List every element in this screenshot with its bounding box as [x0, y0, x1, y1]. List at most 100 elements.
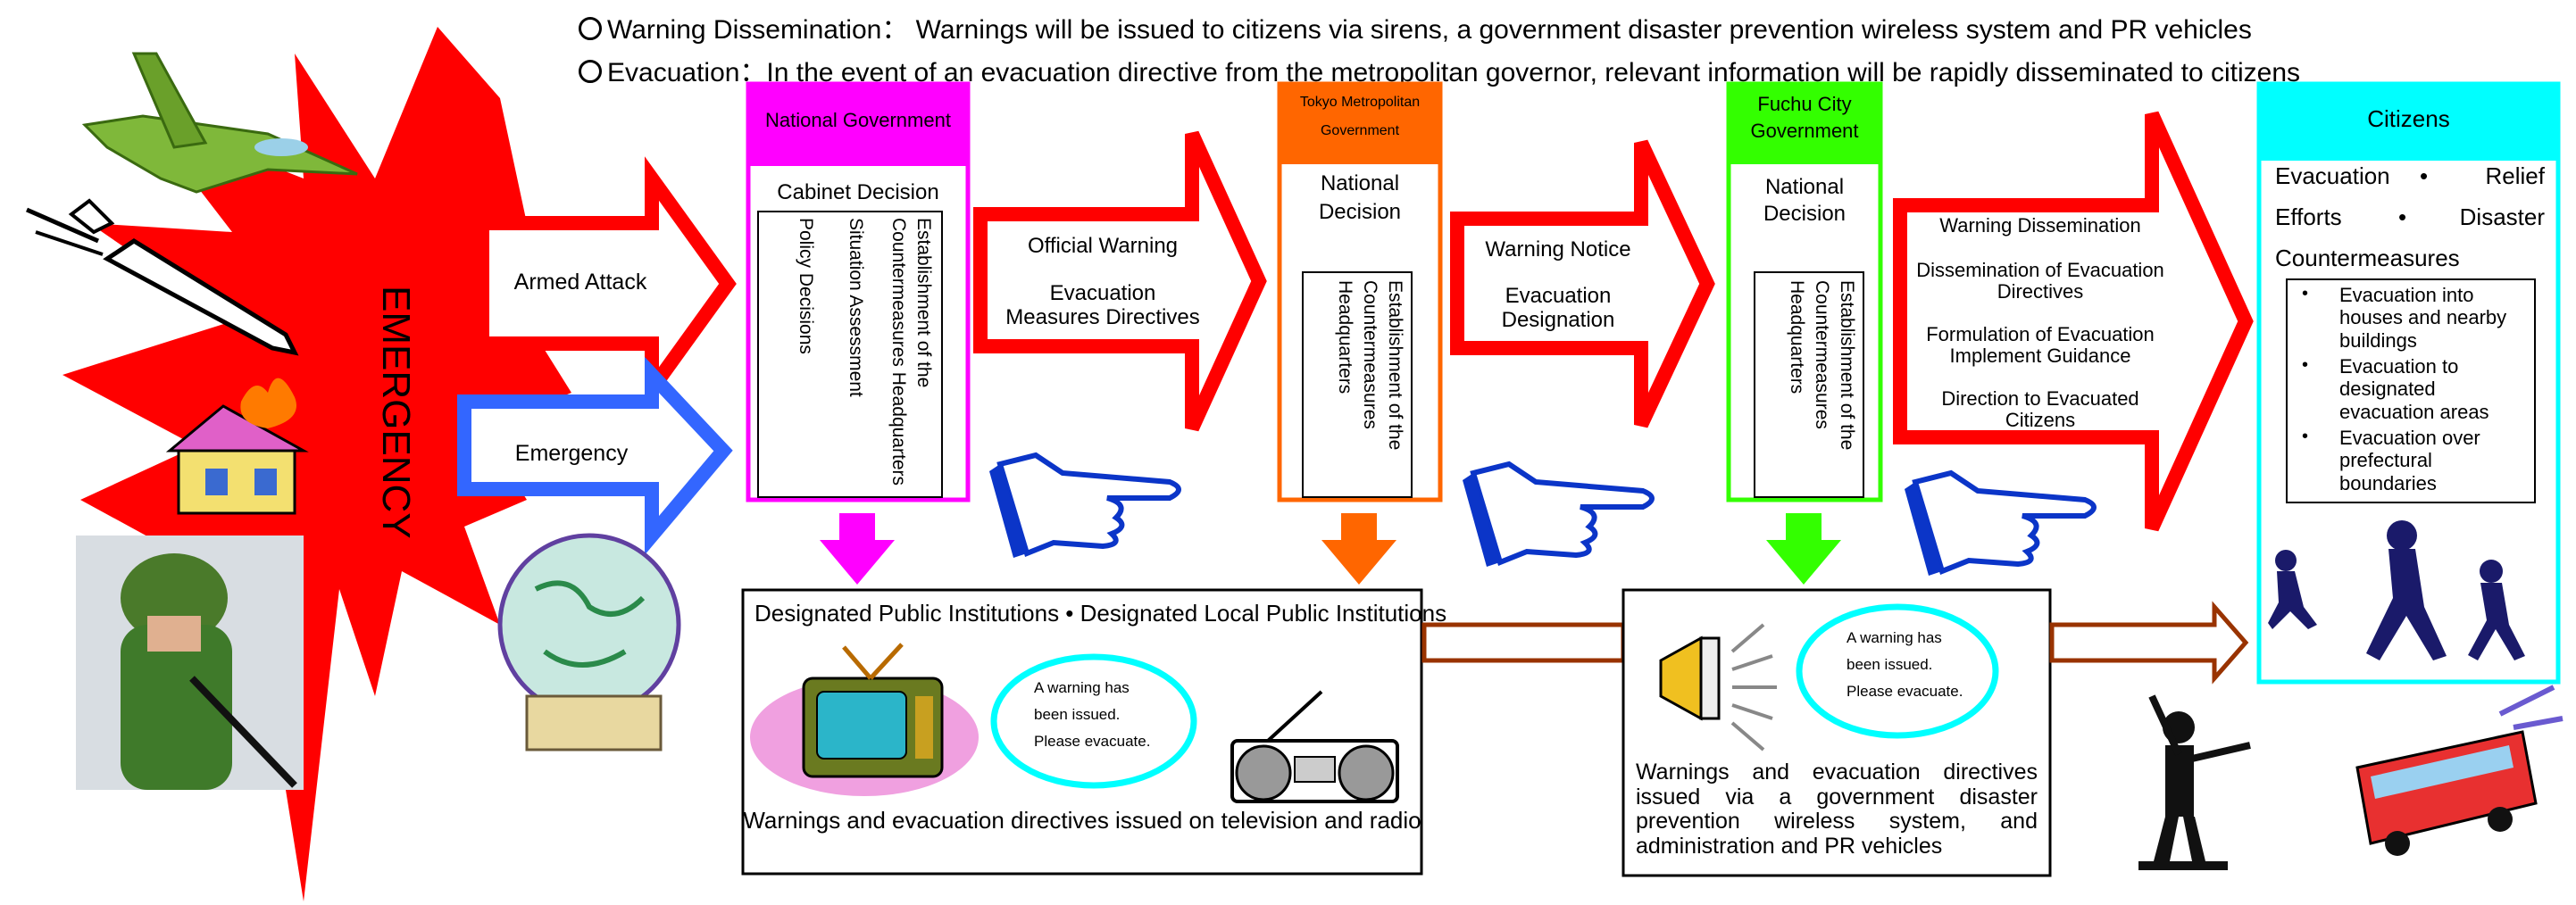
- missile-icon: [25, 198, 299, 356]
- citizens-summary-line-2: Efforts • Disaster: [2275, 203, 2545, 236]
- warning-notice-label: Warning Notice: [1485, 237, 1631, 262]
- fuchu-decision-1: National: [1764, 175, 1845, 199]
- wireless-oval-line-2: been issued.: [1847, 655, 1933, 673]
- citizens-summary-line-1: Evacuation • Relief: [2275, 162, 2545, 195]
- tokyo-title-2: Government: [1320, 123, 1400, 138]
- pointing-hand-icon: [989, 452, 1181, 558]
- soldier-icon: [76, 536, 304, 790]
- tokyo-decision-2: Decision: [1318, 200, 1402, 224]
- dissemination-evacuation-label-1: Dissemination of Evacuation: [1916, 259, 2164, 281]
- institutions-oval-line-1: A warning has: [1034, 679, 1130, 696]
- tokyo-title-1: Tokyo Metropolitan: [1299, 95, 1421, 110]
- national-government-header: [748, 84, 968, 166]
- pointing-hand-icon: [1463, 461, 1655, 567]
- tokyo-measure-3: Headquarters: [1335, 280, 1355, 394]
- television-icon: [750, 643, 979, 796]
- citizens-bullet-2: •: [2398, 203, 2407, 230]
- armed-attack-arrow: [475, 156, 737, 411]
- fuchu-down-arrow: [1766, 513, 1841, 585]
- wireless-oval-text: A warning has been issued. Please evacua…: [1847, 625, 1980, 704]
- bus-icon: [2355, 685, 2563, 856]
- wireless-speech-oval: [1796, 603, 1999, 739]
- citizens-header: [2259, 84, 2558, 161]
- list-item-houses: Evacuation into houses and nearby buildi…: [2339, 284, 2507, 352]
- warning-notice-arrow: [1450, 139, 1715, 428]
- citizens-word-efforts: Efforts: [2275, 203, 2342, 230]
- direction-evacuated-label-1: Direction to Evacuated: [1941, 387, 2139, 410]
- evacuation-guidance-label-1: Formulation of Evacuation: [1926, 323, 2155, 345]
- institutions-connector-arrow: [1421, 622, 1626, 663]
- circle-bullet-icon: [579, 17, 602, 40]
- institutions-title: Designated Public Institutions • Designa…: [754, 600, 1447, 627]
- header-warning-dissemination: Warning Dissemination： Warnings will be …: [579, 7, 2252, 46]
- list-item-designated-areas: Evacuation to designated evacuation area…: [2339, 355, 2489, 423]
- cabinet-decision-label: Cabinet Decision: [777, 180, 939, 204]
- institutions-caption: Warnings and evacuation directives issue…: [743, 807, 1421, 834]
- pointing-hand-icon: [1905, 469, 2097, 576]
- fuchu-measure-2: Countermeasures: [1812, 280, 1832, 429]
- wireless-oval-line-1: A warning has: [1847, 629, 1942, 646]
- wireless-oval-line-3: Please evacuate.: [1847, 682, 1963, 700]
- tokyo-decision-1: National: [1320, 171, 1400, 195]
- fuchu-measure-3: Headquarters: [1787, 280, 1807, 394]
- list-bullet-2: •: [2302, 355, 2309, 375]
- institutions-oval-line-2: been issued.: [1034, 705, 1121, 723]
- national-measure-1: Establishment of the: [913, 218, 934, 388]
- citizens-word-countermeasures: Countermeasures: [2275, 245, 2460, 271]
- evacuation-guidance-label-2: Implement Guidance: [1949, 345, 2131, 367]
- official-warning-arrow: [973, 130, 1267, 432]
- list-bullet-3: •: [2302, 427, 2309, 446]
- institutions-speech-oval: [990, 653, 1197, 789]
- institutions-oval-line-3: Please evacuate.: [1034, 732, 1151, 750]
- globe-icon: [497, 533, 681, 751]
- national-down-arrow: [820, 513, 895, 585]
- emergency-arrow: [457, 356, 733, 555]
- burning-house-icon: [165, 378, 309, 515]
- fuchu-decision-2: Decision: [1763, 202, 1847, 226]
- national-measure-3: Situation Assessment: [846, 218, 866, 397]
- national-measure-2: Countermeasures Headquarters: [888, 218, 909, 486]
- header-line-1: Warning Dissemination： Warnings will be …: [607, 15, 2252, 45]
- circle-bullet-icon: [579, 60, 602, 83]
- warning-dissemination-label: Warning Dissemination: [1939, 214, 2141, 237]
- warning-dissemination-arrow: [1893, 111, 2254, 532]
- fighter-jet-icon: [81, 52, 358, 194]
- armed-attack-label: Armed Attack: [513, 270, 647, 295]
- institutions-oval-text: A warning has been issued. Please evacua…: [1034, 675, 1168, 754]
- fuchu-measure-1: Establishment of the: [1837, 280, 1857, 451]
- emergency-starburst: [63, 27, 589, 901]
- fuchu-title-1: Fuchu City: [1757, 93, 1852, 115]
- speaker-icon: [1659, 623, 1777, 751]
- wireless-caption: Warnings and evacuation directives issue…: [1636, 760, 2038, 859]
- wireless-to-citizens-arrow: [2049, 601, 2249, 685]
- list-bullet-1: •: [2302, 284, 2309, 303]
- evacuation-label-1: Evacuation: [1049, 281, 1156, 305]
- direction-evacuated-label-2: Citizens: [2005, 409, 2076, 431]
- fuchu-title-2: Government: [1750, 120, 1859, 142]
- dissemination-evacuation-label-2: Directives: [1997, 280, 2084, 303]
- radio-icon: [1230, 690, 1399, 803]
- tokyo-down-arrow: [1321, 513, 1396, 585]
- designation-label: Designation: [1501, 308, 1615, 332]
- tokyo-measure-2: Countermeasures: [1360, 280, 1380, 429]
- tokyo-measures-box: Establishment of the Countermeasures Hea…: [1302, 271, 1413, 498]
- traffic-officer-icon: [2138, 694, 2251, 870]
- measures-directives-label: Measures Directives: [1005, 305, 1200, 329]
- national-government-title: National Government: [765, 109, 951, 131]
- tokyo-measure-1: Establishment of the: [1385, 280, 1405, 451]
- citizens-word-disaster: Disaster: [2459, 203, 2545, 230]
- evacuation-label-2: Evacuation: [1505, 284, 1612, 308]
- citizens-word-evacuation: Evacuation: [2275, 162, 2390, 189]
- citizens-bullet-1: •: [2420, 162, 2429, 189]
- fuchu-government-header: [1729, 84, 1880, 164]
- emergency-title-wrap: EMERGENCY: [373, 286, 418, 571]
- fuchu-measures-box: Establishment of the Countermeasures Hea…: [1754, 271, 1864, 498]
- citizens-word-relief: Relief: [2485, 162, 2545, 189]
- national-measures-box: Establishment of the Countermeasures Hea…: [757, 211, 943, 498]
- tokyo-government-header: [1280, 84, 1440, 164]
- citizens-evacuation-list: • Evacuation into houses and nearby buil…: [2286, 278, 2536, 503]
- list-item-prefectural: Evacuation over prefectural boundaries: [2339, 427, 2480, 494]
- official-warning-label: Official Warning: [1027, 234, 1179, 258]
- running-people-icon: [2268, 520, 2525, 660]
